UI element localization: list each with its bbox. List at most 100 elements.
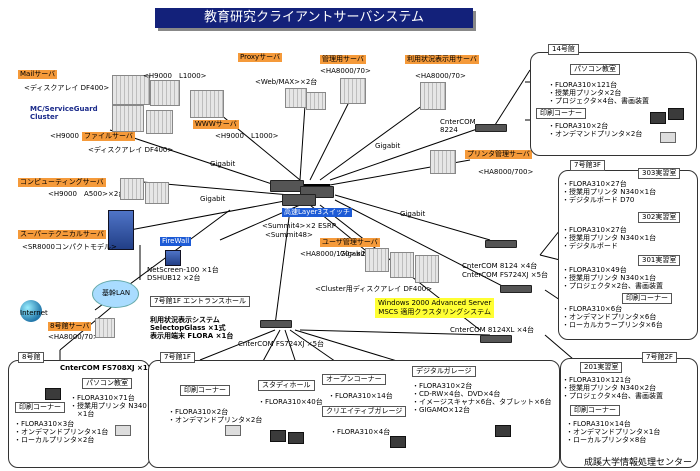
b14-pc-icon-2 bbox=[668, 108, 684, 120]
entrance-hall-title: 7号館1F エントランスホール bbox=[150, 296, 251, 307]
gigabit-label-3: Gigabit bbox=[400, 210, 426, 218]
b7-1f-printer-icon bbox=[225, 425, 241, 436]
open-corner-lines: ・FLORA310×14台 bbox=[328, 392, 393, 400]
b7-1f-print-corner-title: 印刷コーナー bbox=[180, 385, 230, 396]
b14-printer-icon bbox=[660, 132, 676, 143]
mail-server-label: Mailサーバ bbox=[18, 70, 58, 79]
internet-label: Internet bbox=[20, 309, 48, 317]
r301-lines: ・FLORA310×49台 ・授業用プリンタ N340×1台 ・プロジェクタ×2… bbox=[562, 266, 664, 290]
entrance-switch bbox=[260, 320, 292, 328]
b7-1f-pc-icon-3 bbox=[390, 436, 406, 448]
firewall-device bbox=[165, 250, 181, 266]
usage-display-system: 利用状況表示システム SelectopGlass ×1式 表示用端末 FLORA… bbox=[150, 316, 234, 340]
mail-server-unit bbox=[112, 75, 150, 105]
user-mgmt-server-detail: <HA8000/170>×2台 bbox=[300, 250, 373, 258]
admin-server-unit bbox=[340, 78, 366, 104]
cnter-8224-label: CnterCOM 8224 bbox=[440, 118, 476, 134]
user-mgmt-server-unit-2 bbox=[390, 252, 414, 278]
digital-garage-lines: ・FLORA310×2台 ・CD-RW×4台、DVD×4台 ・イメージスキャナ×… bbox=[412, 382, 552, 414]
proxy-server-detail: <Web/MAX>×2台 bbox=[255, 78, 318, 86]
computing-server-unit-2 bbox=[145, 182, 169, 204]
b8-print-corner-title: 印刷コーナー bbox=[15, 402, 65, 413]
computing-server-unit bbox=[120, 178, 144, 200]
b8-printer-icon bbox=[115, 425, 131, 436]
b8-server-unit bbox=[95, 318, 115, 338]
b7-3f-print-corner-title: 印刷コーナー bbox=[622, 293, 672, 304]
proxy-server-unit-2 bbox=[306, 92, 326, 110]
h9000-l1000-a: <H9000 L1000> bbox=[143, 72, 207, 80]
summit48-label: <Summit48> bbox=[265, 231, 313, 239]
computing-server-label: コンピューティングサーバ bbox=[18, 178, 106, 187]
win2000-cluster-label: Windows 2000 Advanced Server MSCS 適用クラスタ… bbox=[375, 298, 495, 318]
r201-lines: ・FLORA310×121台 ・授業用プリンタ N340×2台 ・プロジェクタ×… bbox=[562, 376, 664, 400]
b14-pc-room-lines: ・FLORA310×121台 ・授業用プリンタ×2台 ・プロジェクタ×4台、書画… bbox=[548, 81, 650, 105]
file-server-detail: <ディスクアレイ DF400> bbox=[88, 146, 174, 154]
gigabit-label-5: Gigabit bbox=[200, 195, 226, 203]
b14-pc-icon-1 bbox=[650, 112, 666, 124]
r201-title: 201実習室 bbox=[580, 362, 623, 373]
gigabit-label-2: Gigabit bbox=[375, 142, 401, 150]
r302-title: 302実習室 bbox=[638, 212, 681, 223]
study-hall-title: スタディホール bbox=[258, 380, 315, 391]
entrance-switch-label: CnterCOM FS724XJ ×5台 bbox=[238, 340, 325, 348]
b7-3f-switch2 bbox=[500, 285, 532, 293]
building7-2f-title: 7号館2F bbox=[642, 352, 677, 363]
building8-title: 8号館 bbox=[18, 352, 45, 363]
core-switch-a bbox=[270, 180, 304, 192]
printer-mgmt-server-unit bbox=[430, 150, 456, 174]
b8-pc-room-title: パソコン教室 bbox=[82, 378, 132, 389]
b7-3f-switch bbox=[485, 240, 517, 248]
usage-server-unit bbox=[420, 82, 446, 110]
www-server-detail: <H9000 L1000> bbox=[215, 132, 279, 140]
backbone-lan-cloud bbox=[92, 280, 139, 308]
proxy-server-label: Proxyサーバ bbox=[238, 53, 283, 62]
super-technical-server-detail: <SR8000コンパクトモデル> bbox=[22, 243, 117, 251]
footer-credit: 成蹊大学情報処理センター bbox=[583, 458, 692, 468]
file-server-unit-2 bbox=[146, 110, 173, 134]
creative-garage-lines: ・FLORA310×4台 bbox=[330, 428, 391, 436]
b14-print-lines: ・FLORA310×2台 ・オンデマンドプリンタ×2台 bbox=[548, 122, 643, 138]
b8-server-label: 8号館サーバ bbox=[48, 322, 92, 331]
b7-1f-pc-icon-2 bbox=[288, 432, 304, 444]
b7-2f-print-lines: ・FLORA310×14台 ・オンデマンドプリンタ×1台 ・ローカルプリンタ×8… bbox=[566, 420, 661, 444]
diagram-title: 教育研究クライアントサーバシステム bbox=[155, 8, 473, 28]
summit4-label: <Summit4>×2 bbox=[262, 222, 316, 230]
core-switch-label: 高速Layer3スイッチ bbox=[282, 208, 352, 217]
b8-pc-lines: ・FLORA310×71台 ・授業用プリンタ N340 ×1台 bbox=[70, 394, 147, 418]
cluster-disk-label: <Cluster用ディスクアレイ DF400> bbox=[315, 285, 433, 293]
b14-pc-room-title: パソコン教室 bbox=[570, 64, 620, 75]
b7-2f-switch bbox=[480, 335, 512, 343]
super-technical-server-label: スーパーテクニカルサーバ bbox=[18, 230, 106, 239]
usage-server-label: 利用状況表示用サーバ bbox=[405, 55, 479, 64]
printer-mgmt-server-label: プリンタ管理サーバ bbox=[465, 150, 532, 159]
user-mgmt-server-unit-3 bbox=[415, 255, 439, 283]
internet-globe-icon bbox=[20, 300, 42, 322]
mail-server-unit-2 bbox=[150, 80, 180, 106]
proxy-server-unit bbox=[285, 88, 307, 108]
b14-print-corner-title: 印刷コーナー bbox=[536, 108, 586, 119]
r303-title: 303実習室 bbox=[638, 168, 681, 179]
printer-mgmt-server-detail: <HA8000/700> bbox=[478, 168, 534, 176]
r302-lines: ・FLORA310×27台 ・授業用プリンタ N340×1台 ・デジタルボード bbox=[562, 226, 657, 250]
building7-1f-title: 7号館1F bbox=[160, 352, 195, 363]
b8-switch-label: CnterCOM FS708XJ ×12台 bbox=[60, 364, 160, 372]
mcsg-cluster-label: MC/ServiceGuard Cluster bbox=[30, 105, 98, 121]
usage-server-detail: <HA8000/70> bbox=[415, 72, 466, 80]
gigabit-label-4: Gigabit bbox=[340, 250, 366, 258]
open-corner-title: オープンコーナー bbox=[322, 374, 386, 385]
b7-2f-print-corner-title: 印刷コーナー bbox=[570, 405, 620, 416]
b8-server-detail: <HA8000/70> bbox=[48, 333, 99, 341]
www-server-label: WWWサーバ bbox=[193, 120, 239, 129]
b7-3f-switch-label: CnterCOM 8124 ×4台 bbox=[462, 262, 538, 270]
esrp-label: ESRP bbox=[318, 222, 336, 230]
study-hall-lines: ・FLORA310×40台 bbox=[258, 398, 323, 406]
b7-2f-switch-label: CnterCOM 8124XL ×4台 bbox=[450, 326, 534, 334]
digital-garage-title: デジタルガレージ bbox=[412, 366, 476, 377]
computing-server-detail: <H9000 A500>×2台 bbox=[48, 190, 126, 198]
b7-1f-print-lines: ・FLORA310×2台 ・オンデマンドプリンタ×2台 bbox=[168, 408, 263, 424]
backbone-lan-label: 基幹LAN bbox=[102, 289, 131, 297]
core-switch-c bbox=[282, 194, 316, 206]
admin-server-label: 管理用サーバ bbox=[320, 55, 366, 64]
user-mgmt-server-label: ユーザ管理サーバ bbox=[320, 238, 380, 247]
